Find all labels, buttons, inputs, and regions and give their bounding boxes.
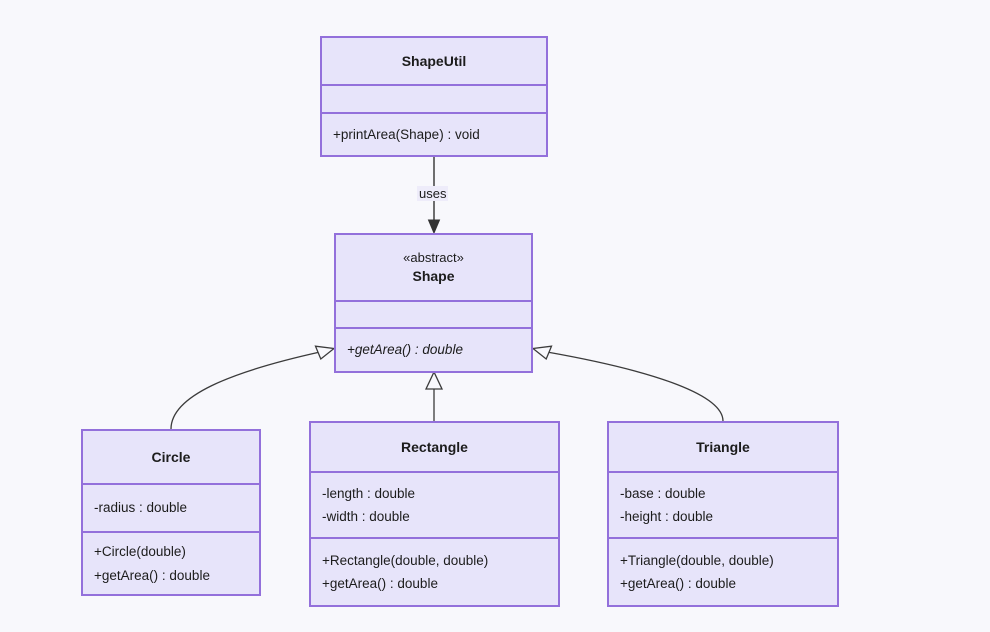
class-attributes-compartment: -radius : double xyxy=(83,483,259,531)
class-name-compartment: Triangle xyxy=(609,423,837,471)
class-methods-compartment: +getArea() : double xyxy=(336,327,531,371)
class-attribute: -width : double xyxy=(322,509,410,524)
class-method: +Circle(double) xyxy=(94,544,186,560)
class-title: Circle xyxy=(151,448,191,465)
class-node-triangle[interactable]: Triangle -base : double -height : double… xyxy=(607,421,839,607)
class-name-compartment: Rectangle xyxy=(311,423,558,471)
edge-label-uses: uses xyxy=(417,186,449,201)
class-node-circle[interactable]: Circle -radius : double +Circle(double) … xyxy=(81,429,261,596)
class-attribute: -radius : double xyxy=(94,500,188,516)
class-name-compartment: Circle xyxy=(83,431,259,483)
class-attribute: -height : double xyxy=(620,509,714,524)
class-method: +getArea() : double xyxy=(620,576,736,591)
class-method: +getArea() : double xyxy=(322,576,438,591)
class-name-compartment: «abstract» Shape xyxy=(336,235,531,300)
class-methods-compartment: +Circle(double) +getArea() : double xyxy=(83,531,259,594)
edge-circle-extends-shape xyxy=(170,345,336,430)
class-title: ShapeUtil xyxy=(401,52,467,69)
class-method: +getArea() : double xyxy=(347,342,463,358)
class-method: +Triangle(double, double) xyxy=(620,552,774,568)
class-title: Shape xyxy=(412,267,455,284)
class-node-shape[interactable]: «abstract» Shape +getArea() : double xyxy=(334,233,533,373)
class-attributes-compartment xyxy=(322,84,546,112)
class-attribute: -base : double xyxy=(620,485,706,501)
class-attributes-compartment xyxy=(336,300,531,327)
class-attribute: -length : double xyxy=(322,485,416,501)
class-attributes-compartment: -length : double -width : double xyxy=(311,471,558,537)
class-title: Rectangle xyxy=(401,438,468,455)
class-method: +printArea(Shape) : void xyxy=(333,126,480,142)
edge-rectangle-extends-shape xyxy=(424,370,444,421)
class-methods-compartment: +Rectangle(double, double) +getArea() : … xyxy=(311,537,558,605)
class-node-shapeutil[interactable]: ShapeUtil +printArea(Shape) : void xyxy=(320,36,548,157)
class-method: +getArea() : double xyxy=(94,567,210,583)
class-title: Triangle xyxy=(696,438,750,455)
class-stereotype: «abstract» xyxy=(403,250,464,266)
class-methods-compartment: +Triangle(double, double) +getArea() : d… xyxy=(609,537,837,605)
class-attributes-compartment: -base : double -height : double xyxy=(609,471,837,537)
class-name-compartment: ShapeUtil xyxy=(322,38,546,84)
edge-triangle-extends-shape xyxy=(531,345,724,422)
class-methods-compartment: +printArea(Shape) : void xyxy=(322,112,546,155)
class-method: +Rectangle(double, double) xyxy=(322,552,489,568)
class-node-rectangle[interactable]: Rectangle -length : double -width : doub… xyxy=(309,421,560,607)
